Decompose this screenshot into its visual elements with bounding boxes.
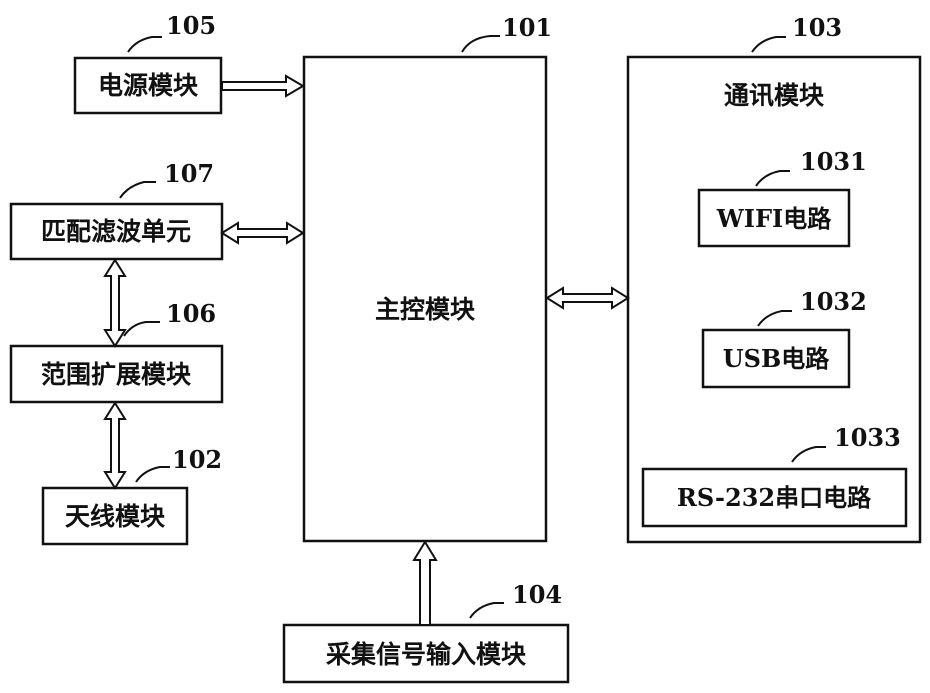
leader-line-104: [470, 603, 504, 618]
arrow-filter-range: [105, 260, 125, 346]
leader-line-105: [128, 37, 162, 52]
ref-label-105: 105: [166, 11, 216, 40]
ref-label-101: 101: [502, 13, 552, 42]
leader-line-101: [462, 36, 500, 52]
acquisition-input-module: 采集信号输入模块: [284, 625, 568, 682]
leader-line-106: [124, 322, 160, 336]
ref-107: 107: [120, 159, 214, 198]
antenna-module: 天线模块: [43, 488, 187, 544]
acquisition-input-label: 采集信号输入模块: [326, 640, 526, 669]
range-extension-label: 范围扩展模块: [41, 360, 191, 389]
usb-circuit-label: USB电路: [723, 344, 831, 373]
arrow-filter-main: [222, 223, 303, 243]
ref-101: 101: [462, 13, 552, 52]
ref-label-102: 102: [172, 445, 222, 474]
leader-line-103: [752, 37, 786, 52]
range-extension-module: 范围扩展模块: [11, 346, 222, 402]
matched-filter-unit: 匹配滤波单元: [11, 204, 222, 259]
communication-label: 通讯模块: [724, 81, 824, 110]
wifi-circuit-label: WIFI电路: [716, 204, 832, 233]
rs232-circuit: RS-232串口电路: [643, 469, 906, 526]
main-control-module: 主控模块: [304, 57, 546, 541]
rs232-circuit-label: RS-232串口电路: [677, 483, 872, 512]
arrow-power-to-main: [222, 76, 303, 96]
wifi-circuit: WIFI电路: [699, 190, 849, 246]
ref-105: 105: [128, 11, 216, 52]
leader-line-107: [120, 182, 156, 198]
arrow-main-communication: [547, 288, 628, 308]
leader-line-102: [136, 467, 170, 482]
arrow-range-antenna: [105, 403, 125, 488]
ref-label-1031: 1031: [800, 147, 867, 176]
ref-label-106: 106: [166, 299, 216, 328]
ref-label-107: 107: [164, 159, 214, 188]
ref-label-104: 104: [512, 580, 562, 609]
ref-104: 104: [470, 580, 562, 618]
ref-label-1032: 1032: [800, 287, 867, 316]
usb-circuit: USB电路: [703, 330, 849, 387]
antenna-module-label: 天线模块: [65, 502, 165, 531]
arrow-acquisition-to-main: [414, 542, 436, 625]
ref-106: 106: [124, 299, 216, 336]
ref-102: 102: [136, 445, 222, 482]
ref-label-1033: 1033: [834, 423, 901, 452]
power-module: 电源模块: [75, 58, 221, 113]
matched-filter-label: 匹配滤波单元: [41, 217, 191, 246]
main-control-label: 主控模块: [375, 295, 475, 324]
power-module-label: 电源模块: [98, 71, 198, 100]
ref-103: 103: [752, 13, 842, 52]
ref-label-103: 103: [792, 13, 842, 42]
